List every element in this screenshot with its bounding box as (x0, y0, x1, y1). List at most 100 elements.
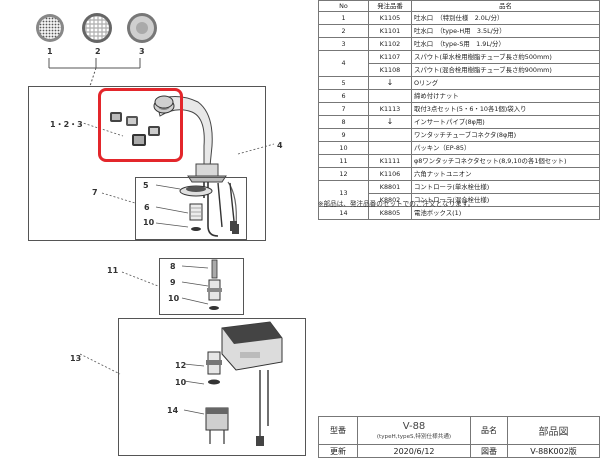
row-name: ワンタッチチューブコネクタ(8φ用) (411, 128, 600, 142)
row-name: 電池ボックス(1) (411, 206, 600, 220)
row-name: 吐水口 （type-H用 3.5L/分） (411, 24, 600, 38)
small-nozzle-d (148, 126, 160, 136)
header-no: No (318, 0, 369, 12)
row-code: K1106 (368, 167, 412, 181)
parts-table-row: 10 パッキン（EP-85） (318, 141, 600, 155)
row-no: 3 (318, 37, 369, 51)
row-code: K1108 (368, 63, 412, 77)
callout-8: 8 (170, 262, 176, 271)
row-code (368, 89, 412, 103)
mounting-set-box (135, 177, 247, 240)
highlight-frame (98, 88, 183, 162)
small-nozzle-c (132, 134, 146, 146)
callout-10-b: 10 (168, 294, 180, 303)
label-drawing-number: 図番 (470, 444, 508, 458)
row-code (368, 141, 412, 155)
header-code: 発注品番 (368, 0, 412, 12)
row-no: 9 (318, 128, 369, 142)
row-code: K1111 (368, 154, 412, 168)
parts-table-header: No 発注品番 品名 (318, 0, 600, 12)
row-no: 4 (318, 50, 369, 77)
controller-box (118, 318, 306, 456)
bracket-lines (48, 58, 141, 86)
callout-9: 9 (170, 278, 176, 287)
row-code: ↓ (368, 115, 412, 129)
parts-table-row: 8↓インサートパイプ(8φ用) (318, 115, 600, 129)
header-name: 品名 (411, 0, 600, 12)
row-name: パッキン（EP-85） (411, 141, 600, 155)
controller-drawing (80, 321, 283, 446)
callout-11: 11 (107, 266, 119, 275)
parts-table-row: 9 ワンタッチチューブコネクタ(8φ用) (318, 128, 600, 142)
nozzle-1-icon (36, 14, 64, 42)
callout-7: 7 (92, 188, 98, 197)
label-model: 型番 (318, 416, 358, 445)
nozzle-icons (36, 13, 157, 43)
row-name: 六角ナットユニオン (411, 167, 600, 181)
mounting-set-drawing (101, 182, 237, 231)
small-nozzle-b (126, 116, 138, 126)
nozzle-2-icon (82, 13, 112, 43)
update-date: 2020/6/12 (357, 444, 471, 458)
row-name: インサートパイプ(8φ用) (411, 115, 600, 129)
row-no: 1 (318, 11, 369, 25)
row-no: 6 (318, 89, 369, 103)
row-code: K1113 (368, 102, 412, 116)
callout-3: 3 (139, 47, 145, 56)
callout-1-2-3: 1・2・3 (50, 120, 83, 129)
title-block: 型番 V-88 (typeH,typeS,特別仕様共通) 品名 部品図 更新 2… (318, 416, 600, 458)
spout-assembly-box (28, 86, 266, 241)
row-code: K8805 (368, 206, 412, 220)
callout-4: 4 (277, 141, 283, 150)
callout-12: 12 (175, 361, 187, 370)
nozzle-set-drawing (110, 95, 174, 146)
drawing-number: V-88K002版 (507, 444, 600, 458)
small-nozzle-a (110, 112, 122, 122)
model-number: V-88 (402, 421, 426, 432)
row-name: コントローラ(単水栓仕様) (411, 180, 600, 194)
row-name: φ8ワンタッチコネクタセット(8,9,10の各1個セット) (411, 154, 600, 168)
row-no: 2 (318, 24, 369, 38)
row-no: 10 (318, 141, 369, 155)
callout-2: 2 (95, 47, 101, 56)
row-code: K1105 (368, 11, 412, 25)
connector-set-box (159, 258, 244, 315)
row-name: 吐水口 （type-S用 1.9L/分） (411, 37, 600, 51)
callout-5: 5 (143, 181, 149, 190)
row-name: Oリング (411, 76, 600, 90)
connector-set-drawing (121, 259, 222, 310)
row-name: 取付3点セット(5・6・10各1個)袋入り (411, 102, 600, 116)
row-code: ↓ (368, 76, 412, 90)
row-no: 11 (318, 154, 369, 168)
callout-1: 1 (47, 47, 53, 56)
callout-13: 13 (70, 354, 82, 363)
row-name: スパウト(混合栓用樹脂チューブ長さ約900mm) (411, 63, 600, 77)
row-code: K1102 (368, 37, 412, 51)
label-update: 更新 (318, 444, 358, 458)
row-no: 12 (318, 167, 369, 181)
row-code: K8801 (368, 180, 412, 194)
row-no: 14 (318, 206, 369, 220)
drawing-name: 部品図 (507, 416, 600, 445)
callout-10-a: 10 (143, 218, 155, 227)
row-code (368, 128, 412, 142)
nozzle-3-icon (127, 13, 157, 43)
row-name: 吐水口 （特別仕様 2.0L/分） (411, 11, 600, 25)
row-name: スパウト(単水栓用樹脂チューブ長さ約500mm) (411, 50, 600, 64)
order-note: ※部品は、発注品番のセットでのご注文となります。 (318, 200, 475, 208)
model-cell: V-88 (typeH,typeS,特別仕様共通) (357, 416, 471, 445)
row-code: K1101 (368, 24, 412, 38)
row-no: 7 (318, 102, 369, 116)
row-no: 5 (318, 76, 369, 90)
